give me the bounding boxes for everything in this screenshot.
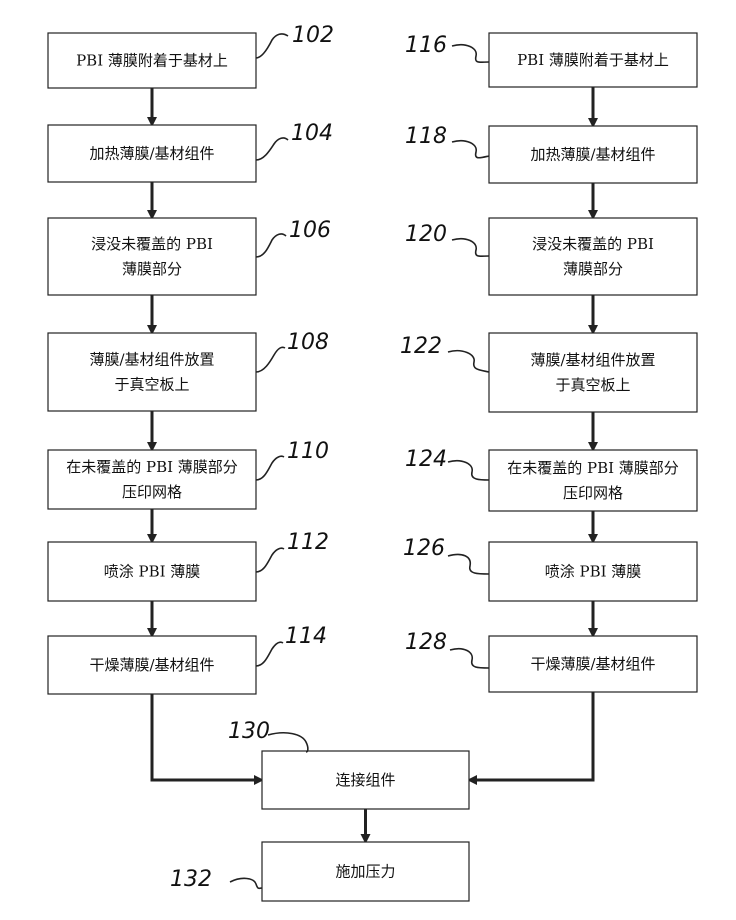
process-boxes: PBI 薄膜附着于基材上加热薄膜/基材组件浸没未覆盖的 PBI薄膜部分薄膜/基材… xyxy=(48,33,697,901)
process-box-106-text-line-2: 薄膜部分 xyxy=(122,260,182,278)
process-box-108-text-line-1: 薄膜/基材组件放置 xyxy=(89,351,214,369)
process-box-112: 喷涂 PBI 薄膜 xyxy=(48,542,256,601)
process-box-116: PBI 薄膜附着于基材上 xyxy=(489,33,697,87)
leader-line-110 xyxy=(256,456,284,480)
process-box-128: 干燥薄膜/基材组件 xyxy=(489,636,697,692)
ref-label-132: 132 xyxy=(170,867,212,892)
leader-line-130 xyxy=(268,733,308,752)
leader-line-108 xyxy=(256,347,285,372)
ref-label-116: 116 xyxy=(405,33,447,58)
process-box-108: 薄膜/基材组件放置于真空板上 xyxy=(48,333,256,411)
ref-label-114: 114 xyxy=(285,624,327,649)
process-box-124-text-line-2: 压印网格 xyxy=(563,484,623,502)
process-box-110-text-line-2: 压印网格 xyxy=(122,483,182,501)
process-box-118: 加热薄膜/基材组件 xyxy=(489,126,697,183)
ref-label-128: 128 xyxy=(405,630,447,655)
process-box-110: 在未覆盖的 PBI 薄膜部分压印网格 xyxy=(48,450,256,509)
leader-line-118 xyxy=(452,141,489,158)
process-box-116-text-line-1: PBI 薄膜附着于基材上 xyxy=(517,51,669,69)
leader-line-120 xyxy=(452,239,489,256)
process-box-108-rect xyxy=(48,333,256,411)
ref-label-124: 124 xyxy=(405,447,447,472)
process-box-106-text-line-1: 浸没未覆盖的 PBI xyxy=(91,235,213,253)
process-box-118-text-line-1: 加热薄膜/基材组件 xyxy=(530,146,655,164)
process-box-124-text-line-1: 在未覆盖的 PBI 薄膜部分 xyxy=(507,459,679,477)
ref-label-106: 106 xyxy=(289,218,331,243)
process-box-104: 加热薄膜/基材组件 xyxy=(48,125,256,182)
leader-line-114 xyxy=(256,642,283,666)
process-box-120: 浸没未覆盖的 PBI 薄膜部分 xyxy=(489,218,697,295)
process-box-120-text-line-2: 薄膜部分 xyxy=(563,260,623,278)
leader-line-104 xyxy=(256,138,288,160)
ref-label-102: 102 xyxy=(292,23,334,48)
process-box-132: 施加压力 xyxy=(262,842,469,901)
leader-line-122 xyxy=(448,351,489,372)
process-box-122: 薄膜/基材组件放置于真空板上 xyxy=(489,333,697,412)
process-box-104-text-line-1: 加热薄膜/基材组件 xyxy=(89,145,214,163)
process-box-122-text-line-1: 薄膜/基材组件放置 xyxy=(530,351,655,369)
process-box-126-text-line-1: 喷涂 PBI 薄膜 xyxy=(545,563,642,581)
process-box-126: 喷涂 PBI 薄膜 xyxy=(489,542,697,601)
ref-label-126: 126 xyxy=(403,536,445,561)
process-box-120-text-line-1: 浸没未覆盖的 PBI xyxy=(532,235,654,253)
ref-label-112: 112 xyxy=(287,530,329,555)
process-box-122-rect xyxy=(489,333,697,412)
process-box-102-text-line-1: PBI 薄膜附着于基材上 xyxy=(76,52,228,70)
arrow-128-to-130 xyxy=(471,692,593,780)
process-box-112-text-line-1: 喷涂 PBI 薄膜 xyxy=(104,563,201,581)
process-box-120-rect xyxy=(489,218,697,295)
process-box-122-text-line-2: 于真空板上 xyxy=(555,376,630,394)
ref-label-120: 120 xyxy=(405,222,447,247)
process-box-114-text-line-1: 干燥薄膜/基材组件 xyxy=(89,656,214,674)
process-box-102: PBI 薄膜附着于基材上 xyxy=(48,33,256,88)
process-box-106: 浸没未覆盖的 PBI 薄膜部分 xyxy=(48,218,256,295)
leader-line-124 xyxy=(448,461,489,480)
leader-line-112 xyxy=(256,548,284,572)
process-box-130-text-line-1: 连接组件 xyxy=(335,771,395,789)
process-box-110-text-line-1: 在未覆盖的 PBI 薄膜部分 xyxy=(66,458,238,476)
leader-line-126 xyxy=(448,554,489,574)
ref-label-108: 108 xyxy=(287,330,329,355)
ref-label-122: 122 xyxy=(400,334,442,359)
process-box-132-text-line-1: 施加压力 xyxy=(335,863,395,881)
process-box-128-text-line-1: 干燥薄膜/基材组件 xyxy=(530,655,655,673)
leader-line-116 xyxy=(452,45,489,62)
process-box-130: 连接组件 xyxy=(262,751,469,809)
process-box-106-rect xyxy=(48,218,256,295)
leader-line-102 xyxy=(256,34,288,58)
process-box-124: 在未覆盖的 PBI 薄膜部分压印网格 xyxy=(489,450,697,511)
ref-label-118: 118 xyxy=(405,124,447,149)
ref-label-130: 130 xyxy=(228,719,270,744)
leader-line-132 xyxy=(230,878,262,888)
leader-line-128 xyxy=(450,649,489,668)
process-box-114: 干燥薄膜/基材组件 xyxy=(48,636,256,694)
leader-line-106 xyxy=(256,234,286,257)
ref-label-104: 104 xyxy=(291,121,333,146)
ref-label-110: 110 xyxy=(287,439,329,464)
process-box-108-text-line-2: 于真空板上 xyxy=(114,376,189,394)
